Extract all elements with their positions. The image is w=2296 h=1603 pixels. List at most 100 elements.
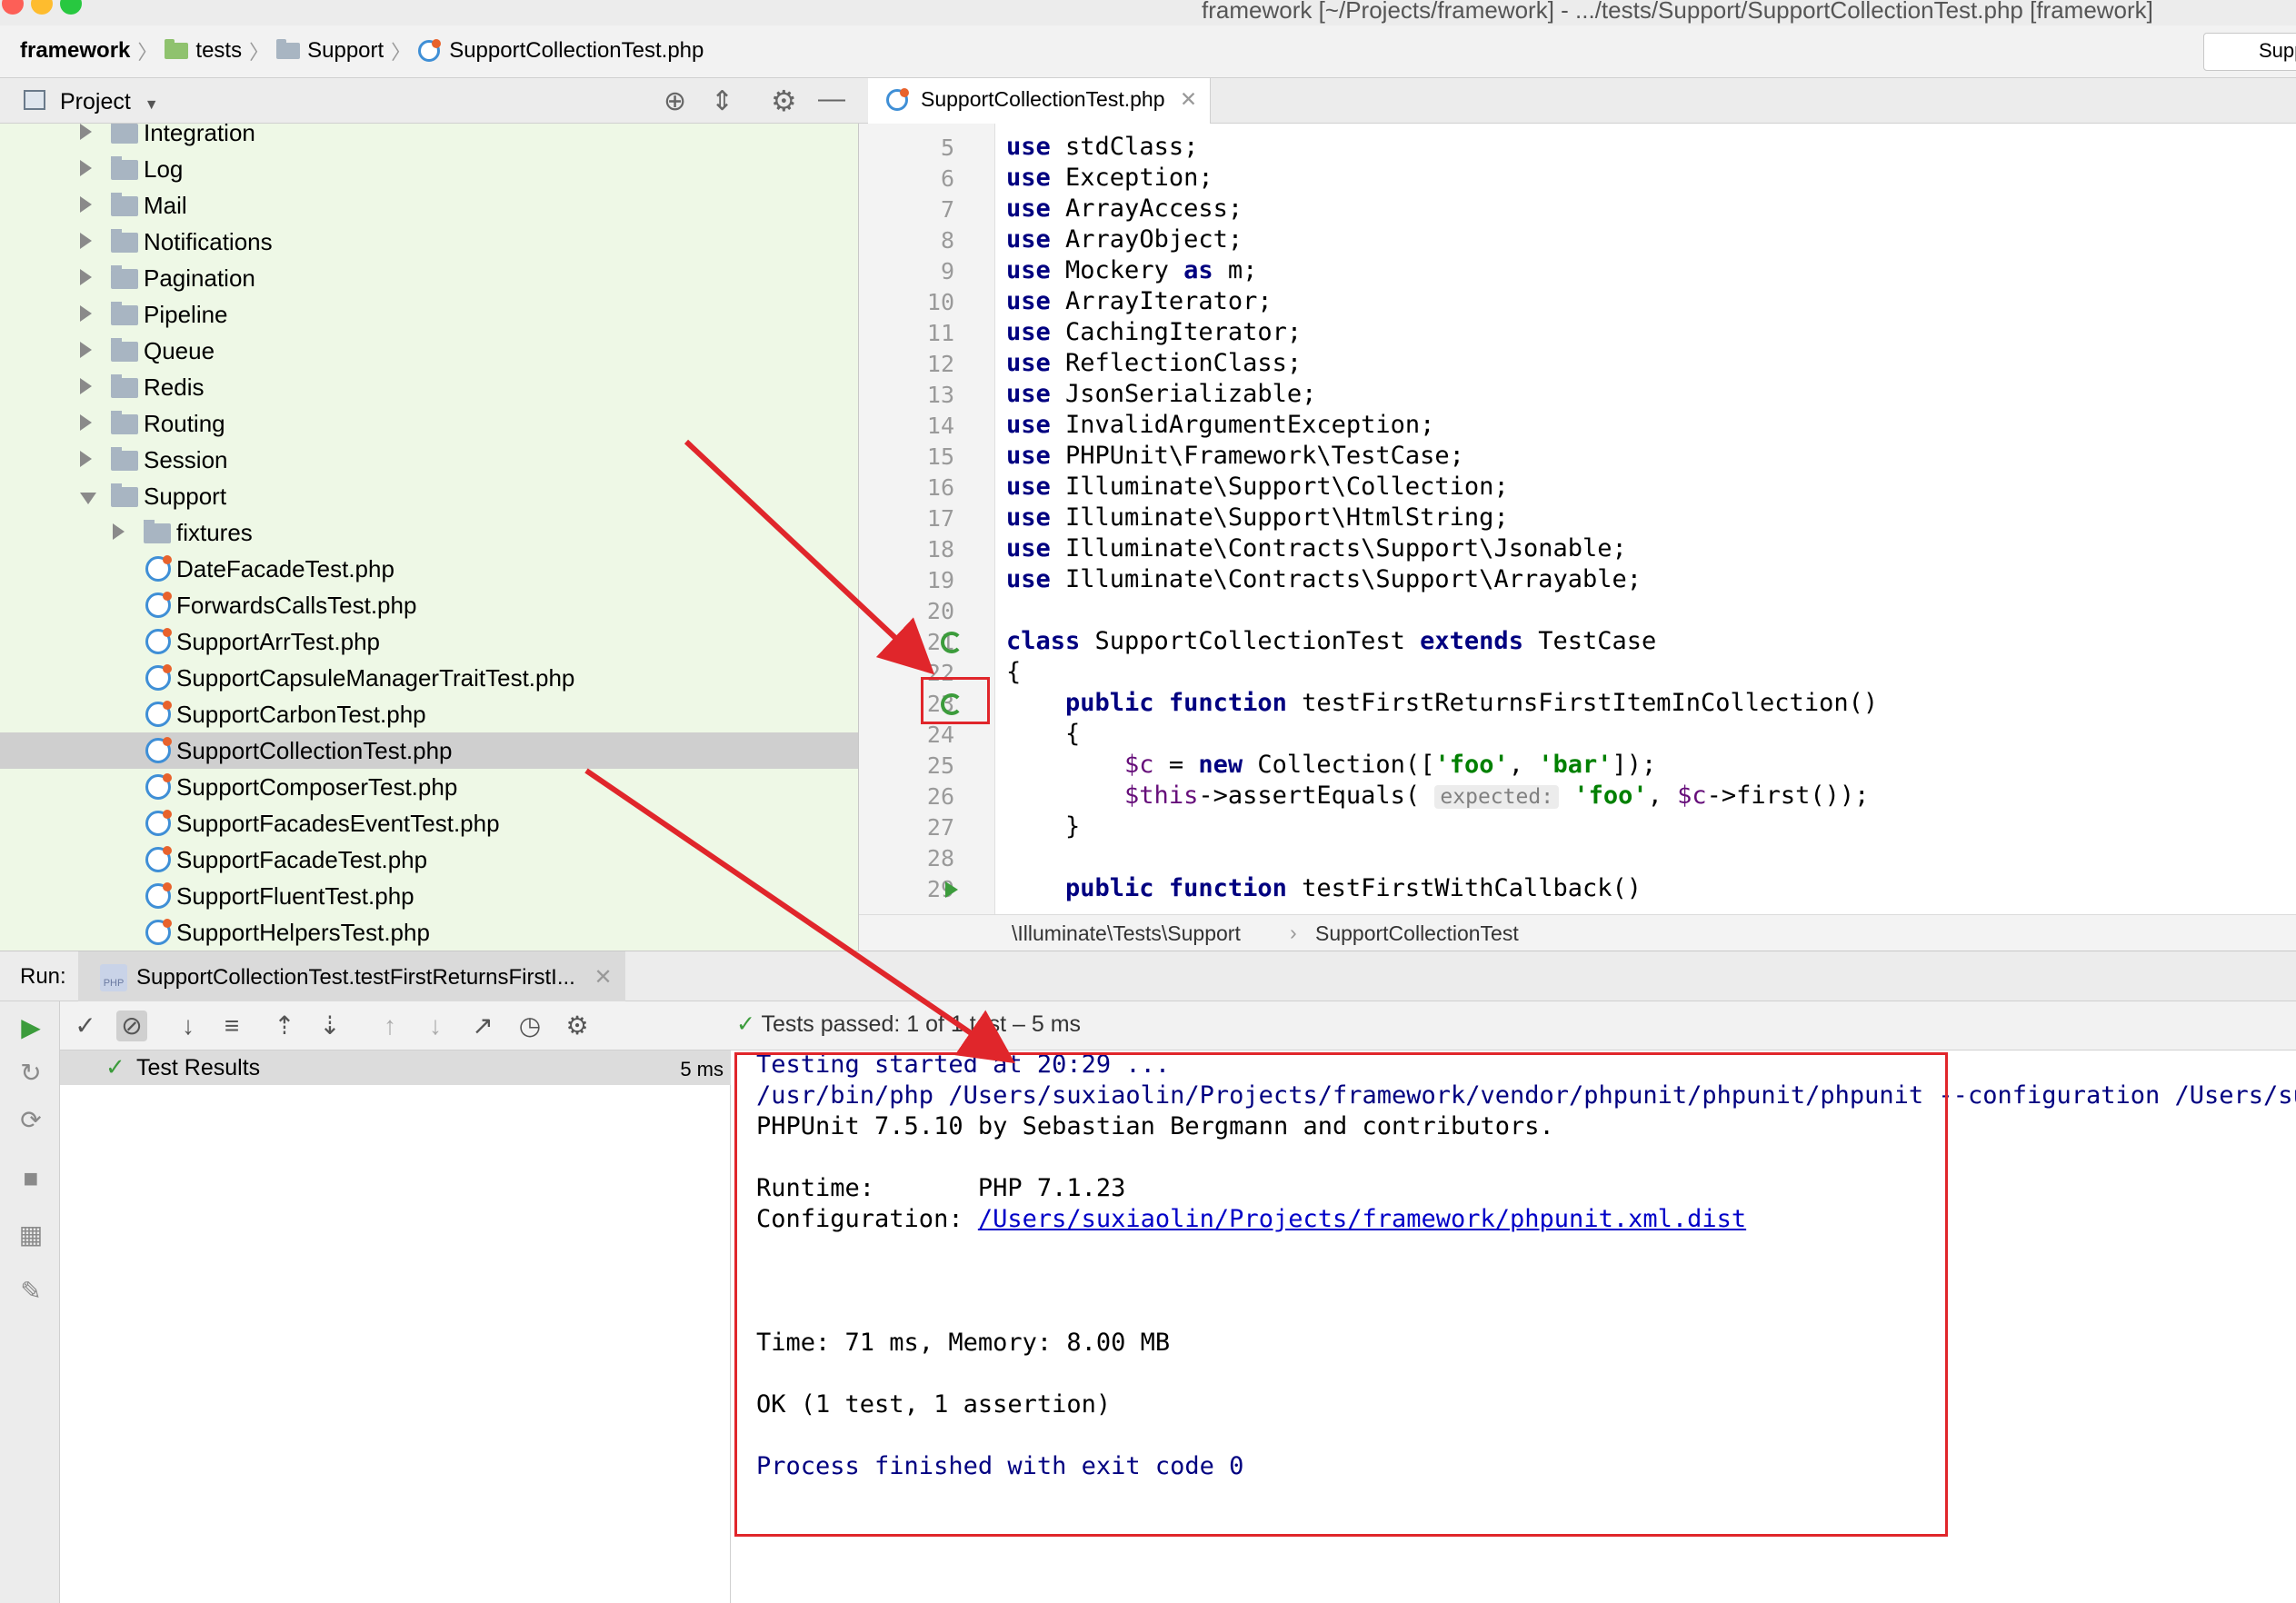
tree-item-session[interactable]: Session — [0, 442, 858, 478]
next-failed-icon[interactable]: ↓ — [429, 1011, 442, 1040]
breadcrumb-tests[interactable]: tests — [195, 38, 243, 63]
tree-item-notifications[interactable]: Notifications — [0, 224, 858, 260]
php-test-file-icon — [418, 39, 442, 62]
tree-item-supportfacadeseventtest-php[interactable]: SupportFacadesEventTest.php — [0, 805, 858, 841]
tree-item-fixtures[interactable]: fixtures — [0, 514, 858, 551]
hide-panel-icon[interactable]: — — [818, 84, 845, 114]
chevron-right-icon: › — [1290, 921, 1297, 944]
tree-item-pagination[interactable]: Pagination — [0, 260, 858, 296]
chevron-right-icon[interactable] — [80, 342, 92, 358]
console-output[interactable]: Testing started at 20:29 .../usr/bin/php… — [732, 1050, 2296, 1603]
chevron-down-icon: ▼ — [144, 97, 159, 113]
tree-item-label: SupportHelpersTest.php — [176, 919, 430, 946]
console-text: OK (1 test, 1 assertion) — [756, 1390, 1112, 1419]
breadcrumb-support[interactable]: Support — [307, 38, 384, 63]
tree-item-label: SupportFluentTest.php — [176, 882, 414, 910]
sort-by-duration-icon[interactable]: ≡ — [224, 1011, 240, 1040]
expand-all-icon[interactable]: ⇡ — [274, 1011, 295, 1040]
close-window-button[interactable] — [2, 0, 24, 15]
pin-icon[interactable]: ✎ — [20, 1277, 42, 1305]
editor-tab-supportcollectiontest[interactable]: SupportCollectionTest.php ✕ — [868, 78, 1212, 124]
code-line: use JsonSerializable; — [1006, 380, 1317, 408]
run-icon[interactable]: ▶ — [21, 1013, 41, 1041]
collapse-all-icon[interactable]: ⇣ — [319, 1011, 341, 1040]
tree-item-integration[interactable]: Integration — [0, 124, 858, 151]
chevron-right-icon[interactable] — [80, 233, 92, 249]
close-tab-icon[interactable]: ✕ — [594, 965, 613, 990]
rerun-failed-icon[interactable]: ↻ — [20, 1059, 42, 1087]
tree-item-supportcomposertest-php[interactable]: SupportComposerTest.php — [0, 769, 858, 805]
run-test-icon[interactable] — [945, 881, 958, 898]
tree-item-supporthelperstest-php[interactable]: SupportHelpersTest.php — [0, 914, 858, 951]
chevron-right-icon[interactable] — [80, 414, 92, 431]
run-configuration-selector[interactable]: Supp — [2203, 33, 2296, 71]
locate-file-icon[interactable]: ⊕ — [664, 86, 687, 116]
line-number: 14 — [926, 413, 954, 439]
minimize-window-button[interactable] — [31, 0, 53, 15]
tree-item-datefacadetest-php[interactable]: DateFacadeTest.php — [0, 551, 858, 587]
rerun-test-icon[interactable] — [941, 632, 963, 653]
chevron-right-icon[interactable] — [80, 124, 92, 140]
tree-item-routing[interactable]: Routing — [0, 405, 858, 442]
toggle-auto-test-icon[interactable]: ⟳ — [20, 1106, 42, 1134]
chevron-right-icon[interactable] — [80, 305, 92, 322]
tree-item-mail[interactable]: Mail — [0, 187, 858, 224]
tree-item-supportcollectiontest-php[interactable]: SupportCollectionTest.php — [0, 732, 858, 769]
gear-icon[interactable]: ⚙ — [565, 1011, 589, 1040]
code-line: use CachingIterator; — [1006, 318, 1303, 346]
collapse-all-icon[interactable]: ⇕ — [711, 86, 734, 116]
layout-icon[interactable]: ▦ — [18, 1220, 44, 1249]
test-results-root[interactable]: ✓ Test Results 5 ms — [60, 1050, 731, 1085]
project-view-selector[interactable]: Project ▼ — [60, 89, 159, 115]
tree-item-supportcapsulemanagertraittest-php[interactable]: SupportCapsuleManagerTraitTest.php — [0, 660, 858, 696]
chevron-right-icon[interactable] — [80, 160, 92, 176]
export-icon[interactable]: ↗ — [472, 1011, 494, 1040]
run-tab[interactable]: PHP SupportCollectionTest.testFirstRetur… — [78, 951, 625, 1002]
tree-item-log[interactable]: Log — [0, 151, 858, 187]
run-label: Run: — [20, 964, 66, 989]
php-test-file-icon — [145, 737, 172, 763]
test-history-icon[interactable]: ◷ — [518, 1011, 542, 1040]
show-passed-icon[interactable]: ✓ — [75, 1011, 96, 1040]
tree-item-queue[interactable]: Queue — [0, 333, 858, 369]
folder-icon — [111, 411, 138, 434]
tree-item-label: DateFacadeTest.php — [176, 555, 394, 582]
tree-item-label: SupportFacadesEventTest.php — [176, 810, 500, 837]
run-tab-label: SupportCollectionTest.testFirstReturnsFi… — [136, 965, 575, 990]
code-line: class SupportCollectionTest extends Test… — [1006, 627, 1657, 655]
window-title: framework [~/Projects/framework] - .../t… — [1202, 0, 2153, 24]
close-tab-icon[interactable]: ✕ — [1179, 87, 1198, 111]
tree-item-supportfacadetest-php[interactable]: SupportFacadeTest.php — [0, 841, 858, 878]
chevron-down-icon[interactable] — [80, 493, 96, 504]
chevron-right-icon[interactable] — [80, 269, 92, 285]
tree-item-forwardscallstest-php[interactable]: ForwardsCallsTest.php — [0, 587, 858, 623]
sort-alphabetically-icon[interactable]: ↓ — [182, 1011, 195, 1040]
tree-item-pipeline[interactable]: Pipeline — [0, 296, 858, 333]
chevron-right-icon[interactable] — [80, 196, 92, 213]
previous-failed-icon[interactable]: ↑ — [384, 1011, 396, 1040]
folder-icon — [111, 483, 138, 507]
gear-icon[interactable]: ⚙ — [771, 85, 797, 117]
annotation-box-console — [734, 1052, 1948, 1537]
tree-item-supportcarbontest-php[interactable]: SupportCarbonTest.php — [0, 696, 858, 732]
zoom-window-button[interactable] — [60, 0, 82, 15]
tree-item-supportarrtest-php[interactable]: SupportArrTest.php — [0, 623, 858, 660]
show-ignored-icon[interactable]: ⊘ — [116, 1011, 147, 1041]
code-editor[interactable]: use stdClass;use Exception;use ArrayAcce… — [995, 124, 2296, 914]
breadcrumb-namespace[interactable]: \Illuminate\Tests\Support — [1012, 921, 1241, 945]
chevron-right-icon[interactable] — [80, 378, 92, 394]
console-text: Process finished with exit code 0 — [756, 1452, 1244, 1480]
tree-item-support[interactable]: Support — [0, 478, 858, 514]
configuration-file-link[interactable]: /Users/suxiaolin/Projects/framework/phpu… — [977, 1205, 1747, 1233]
rerun-test-icon[interactable] — [941, 693, 963, 715]
code-line: use Illuminate\Support\Collection; — [1006, 473, 1509, 501]
tree-item-redis[interactable]: Redis — [0, 369, 858, 405]
chevron-right-icon[interactable] — [113, 523, 125, 540]
chevron-right-icon[interactable] — [80, 451, 92, 467]
breadcrumb-project[interactable]: framework — [20, 38, 131, 63]
breadcrumb-class[interactable]: SupportCollectionTest — [1315, 921, 1519, 945]
stop-icon[interactable]: ■ — [23, 1164, 39, 1192]
tree-item-supportfluenttest-php[interactable]: SupportFluentTest.php — [0, 878, 858, 914]
breadcrumb-file[interactable]: SupportCollectionTest.php — [449, 38, 704, 63]
run-toolbar: ✓ ⊘ ↓ ≡ ⇡ ⇣ ↑ ↓ ↗ ◷ ⚙ ✓ Tests passed: 1 … — [60, 1001, 2296, 1050]
